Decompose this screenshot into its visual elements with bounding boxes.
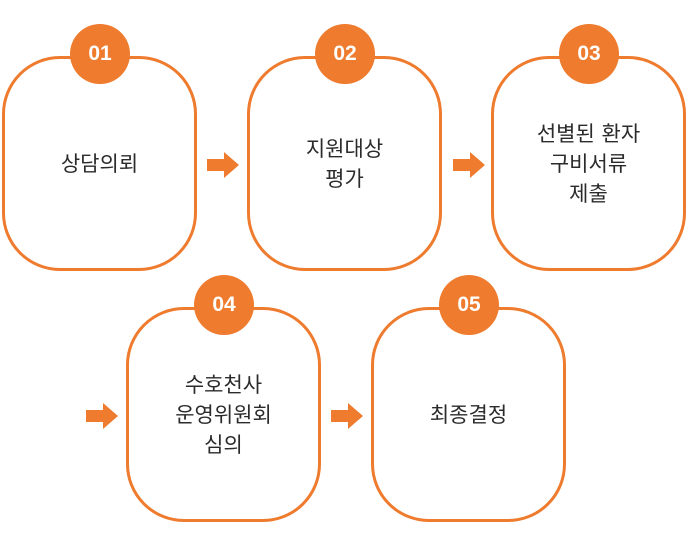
- right-arrow-icon: [331, 403, 363, 429]
- step-box: 지원대상 평가: [247, 56, 442, 271]
- right-arrow-icon: [453, 152, 485, 178]
- step-number-badge: 05: [439, 275, 499, 335]
- step-label: 최종결정: [429, 402, 508, 427]
- step-label: 선별된 환자 구비서류 제출: [536, 121, 641, 206]
- step-number-badge: 01: [70, 24, 130, 84]
- step-label: 수호천사 운영위원회 심의: [175, 372, 272, 457]
- step-box: 상담의뢰: [2, 56, 197, 271]
- step-label: 상담의뢰: [60, 151, 139, 176]
- step-box: 최종결정: [371, 307, 566, 522]
- step-number-badge: 02: [315, 24, 375, 84]
- step-number-badge: 03: [559, 24, 619, 84]
- step-box: 수호천사 운영위원회 심의: [126, 307, 321, 522]
- right-arrow-icon: [86, 403, 118, 429]
- step-number-badge: 04: [194, 275, 254, 335]
- step-box: 선별된 환자 구비서류 제출: [491, 56, 686, 271]
- step-label: 지원대상 평가: [305, 136, 384, 191]
- right-arrow-icon: [207, 152, 239, 178]
